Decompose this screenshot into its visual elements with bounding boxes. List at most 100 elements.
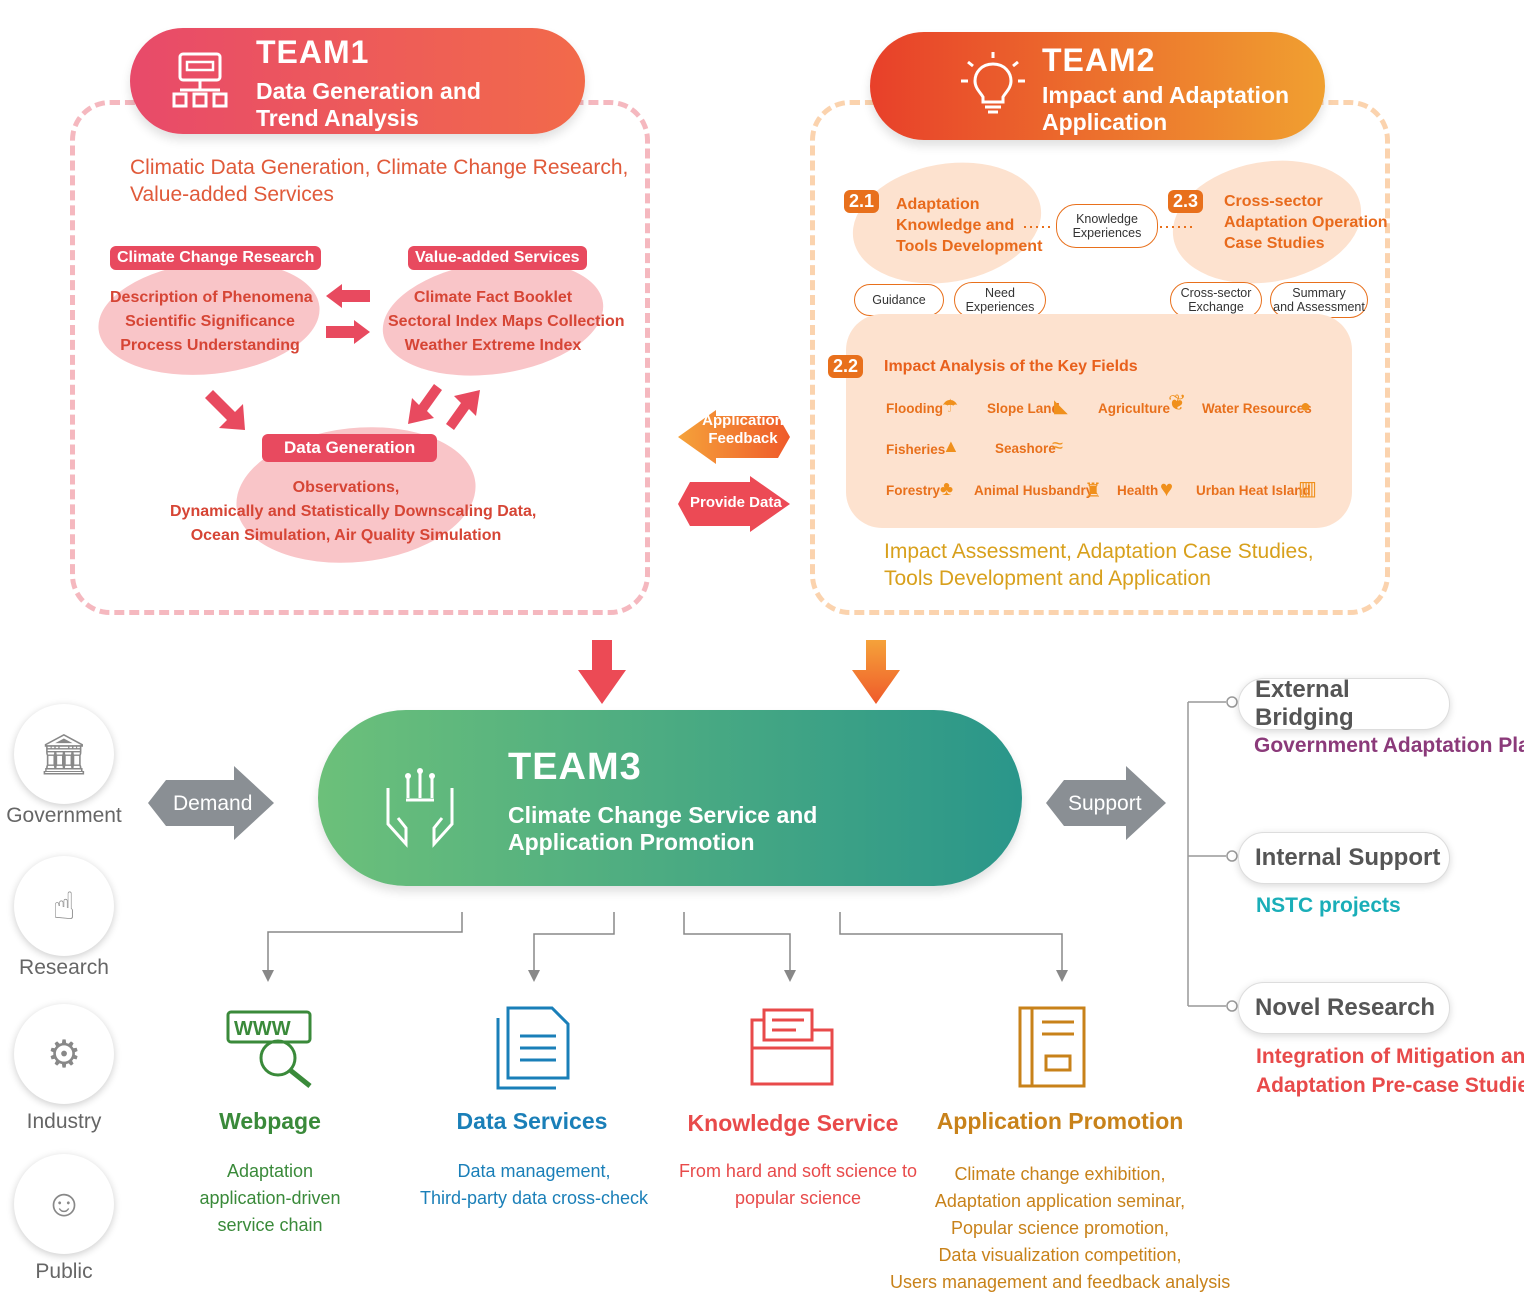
water-drop-icon: ● [1300,396,1311,416]
service-data-desc-2: Third-party data cross-check [419,1188,649,1208]
value-added-item-2: Sectoral Index Maps Collection [388,313,625,330]
team1-down-arrow [578,640,626,704]
cross-l2: Exchange [1188,300,1244,314]
cross-exchange-bubble: Cross-sector Exchange [1170,282,1262,318]
field-forestry: Forestry [886,483,941,498]
service-promotion-desc-3: Popular science promotion, [950,1218,1170,1238]
service-promotion-desc-5: Users management and feedback analysis [890,1272,1231,1292]
novel-research-pill: Novel Research [1238,982,1450,1034]
field-urban-heat-island: Urban Heat Island [1196,483,1311,498]
service-webpage-desc-2: application-driven [199,1188,341,1208]
team2-header: TEAM2 Impact and Adaptation Application [870,32,1325,140]
stakeholder-research: Research [19,956,109,979]
service-webpage-title: Webpage [219,1108,321,1134]
service-promotion-desc-4: Data visualization competition, [938,1245,1182,1265]
research-circle: ☝ [14,856,114,956]
government-circle: 🏛 [14,704,114,804]
provide-data-text: Provide Data [690,494,782,511]
s22-badge: 2.2 [828,355,864,378]
demand-text: Demand [173,792,253,815]
team2-down-arrow [852,640,900,704]
stakeholder-industry: Industry [26,1110,102,1133]
summary-assessment-bubble: Summary and Assessment [1270,282,1368,318]
dotted-connector [1024,226,1192,228]
field-health: Health [1117,483,1159,498]
external-bridging-desc: Government Adaptation Plans [1254,734,1524,757]
network-icon [172,52,228,108]
value-added-item-1: Climate Fact Booklet [413,289,573,306]
service-knowledge-title: Knowledge Service [687,1110,899,1136]
team3-title: TEAM3 [508,746,642,788]
data-generation-item-3: Ocean Simulation, Air Quality Simulation [190,527,502,544]
fish-icon: ▲ [942,436,960,456]
heart-icon: ♥ [1160,476,1174,501]
people-group-icon: ☺ [44,1182,84,1225]
waves-icon: ≈ [1052,435,1063,457]
arrow-left-icon [326,284,370,308]
support-arrow [1046,766,1166,840]
data-generation-item-1: Observations, [292,479,400,496]
s23-badge: 2.3 [1168,190,1204,213]
team1-summary-2: Value-added Services [130,183,334,206]
stakeholder-public: Public [35,1260,93,1283]
s21-line3: Tools Development [896,238,1043,255]
external-bridging-pill: External Bridging [1238,676,1450,731]
knowledge-l2: Experiences [1072,226,1142,240]
support-bracket [1187,696,1238,1012]
data-generation-item-2: Dynamically and Statistically Downscalin… [170,503,537,520]
team2-subtitle-2: Application [1042,109,1168,135]
value-added-label: Value-added Services [408,246,587,270]
climate-research-item-1: Description of Phenomena [110,289,313,306]
demand-arrow [148,766,274,840]
team1-header: TEAM1 Data Generation and Trend Analysis [130,28,585,134]
field-agriculture: Agriculture [1098,401,1171,416]
svg-text:WWW: WWW [234,1018,291,1040]
external-bridging-label: External Bridging [1255,676,1354,731]
cross-l1: Cross-sector [1180,286,1252,300]
s23-line3: Case Studies [1224,235,1325,252]
team1-title: TEAM1 [256,34,370,70]
s21-line2: Knowledge and [896,217,1015,234]
team2-summary-2: Tools Development and Application [884,567,1211,590]
city-icon: ▥ [1298,478,1317,500]
service-webpage-desc-1: Adaptation [226,1161,314,1181]
internal-support-pill: Internal Support [1238,832,1450,884]
provide-data-arrow [678,476,790,532]
novel-research-desc-1: Integration of Mitigation and [1256,1045,1524,1068]
stakeholder-government: Government [6,804,122,827]
field-fisheries: Fisheries [886,442,946,457]
service-data-desc-1: Data management, [457,1161,611,1181]
hands-circuit-icon [386,768,454,848]
novel-research-label: Novel Research [1255,994,1436,1021]
data-generation-label: Data Generation [262,434,438,462]
need-l1: Need [985,286,1015,300]
guidance-text: Guidance [872,293,926,307]
field-flooding: Flooding [886,401,943,416]
team2-subtitle-1: Impact and Adaptation [1042,82,1290,108]
www-search-icon: WWW [226,1010,312,1088]
summary-l1: Summary [1292,286,1346,300]
team3-subtitle-2: Application Promotion [508,829,755,855]
field-animal-husbandry: Animal Husbandry [974,483,1094,498]
feedback-l1: Application [702,412,784,429]
folder-icon [750,1008,834,1086]
team2-summary-1: Impact Assessment, Adaptation Case Studi… [884,540,1314,563]
flooding-icon: ☂ [942,396,959,416]
s23-line1: Cross-sector [1224,193,1323,210]
field-water-resources: Water Resources [1202,401,1312,416]
document-icon [496,1006,570,1090]
farmer-icon: ♜ [1084,480,1102,502]
slope-icon: ◣ [1054,396,1068,416]
knowledge-experiences-bubble: Knowledge Experiences [1056,204,1158,248]
industry-circle: ⚙ [14,1004,114,1104]
need-l2: Experiences [965,300,1035,314]
lightbulb-icon [961,52,1025,114]
internal-support-label: Internal Support [1255,844,1441,871]
service-data-title: Data Services [456,1108,608,1134]
public-circle: ☺ [14,1154,114,1254]
novel-research-desc-2: Adaptation Pre-case Studies [1256,1074,1524,1097]
s21-badge: 2.1 [844,190,880,213]
arrow-up-right-icon [446,390,480,430]
s21-line1: Adaptation [896,196,980,213]
service-knowledge-desc-1: From hard and soft science to [678,1161,918,1181]
